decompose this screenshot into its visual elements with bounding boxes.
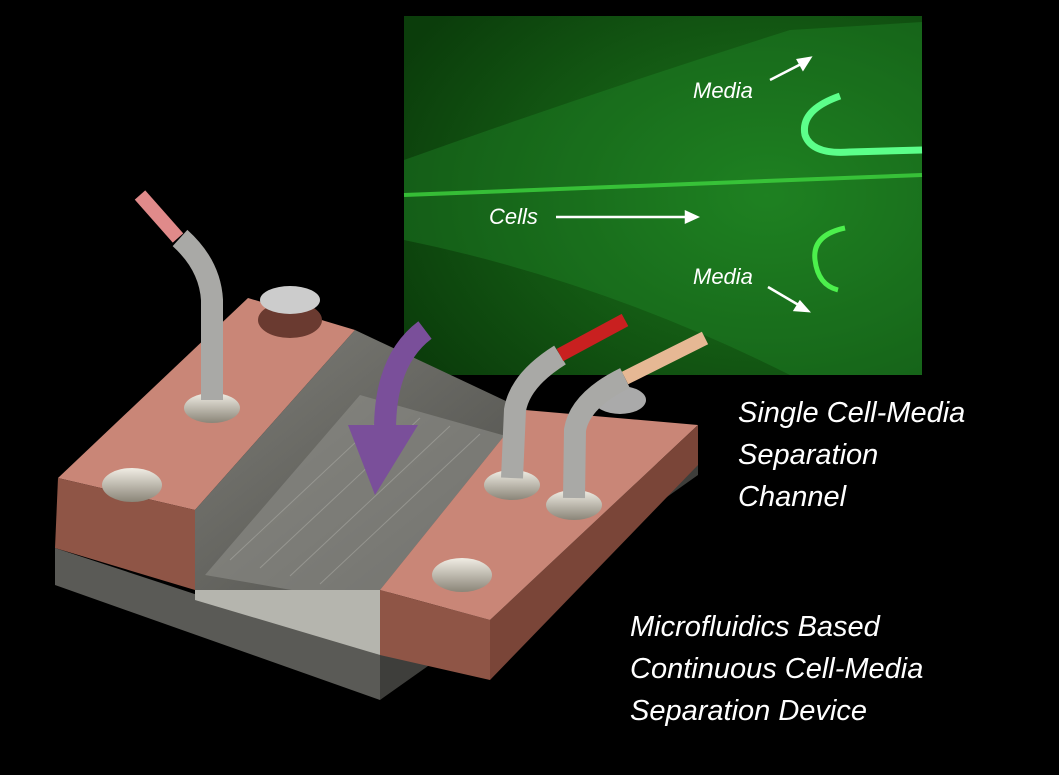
- media-top-label: Media: [693, 78, 753, 103]
- screw-cap: [258, 286, 322, 338]
- flow-arrow: [348, 321, 432, 495]
- tube-fitting: [484, 470, 540, 500]
- caption-line: Single Cell-Media: [738, 397, 966, 429]
- screw-cap: [102, 468, 162, 502]
- caption-line: Channel: [738, 481, 847, 513]
- caption-line: Separation: [738, 439, 879, 471]
- device-caption: Microfluidics Based Continuous Cell-Medi…: [630, 606, 923, 732]
- channel-caption: Single Cell-Media Separation Channel: [738, 392, 965, 518]
- cells-label: Cells: [489, 204, 538, 229]
- cell-stream: [403, 173, 923, 197]
- fluorescence-micrograph: [403, 16, 923, 375]
- tube-fitting: [184, 393, 240, 423]
- tube-fitting: [546, 490, 602, 520]
- caption-line: Microfluidics Based: [630, 611, 880, 643]
- media-bottom-label: Media: [693, 264, 753, 289]
- fittings: [102, 286, 646, 592]
- screw-cap: [432, 558, 492, 592]
- media-outlet-top: [800, 92, 923, 156]
- caption-line: Separation Device: [630, 695, 867, 727]
- tubing: [134, 190, 709, 499]
- media-outlet-bottom: [812, 225, 846, 293]
- caption-line: Continuous Cell-Media: [630, 653, 924, 685]
- annotation-arrows: [556, 56, 813, 313]
